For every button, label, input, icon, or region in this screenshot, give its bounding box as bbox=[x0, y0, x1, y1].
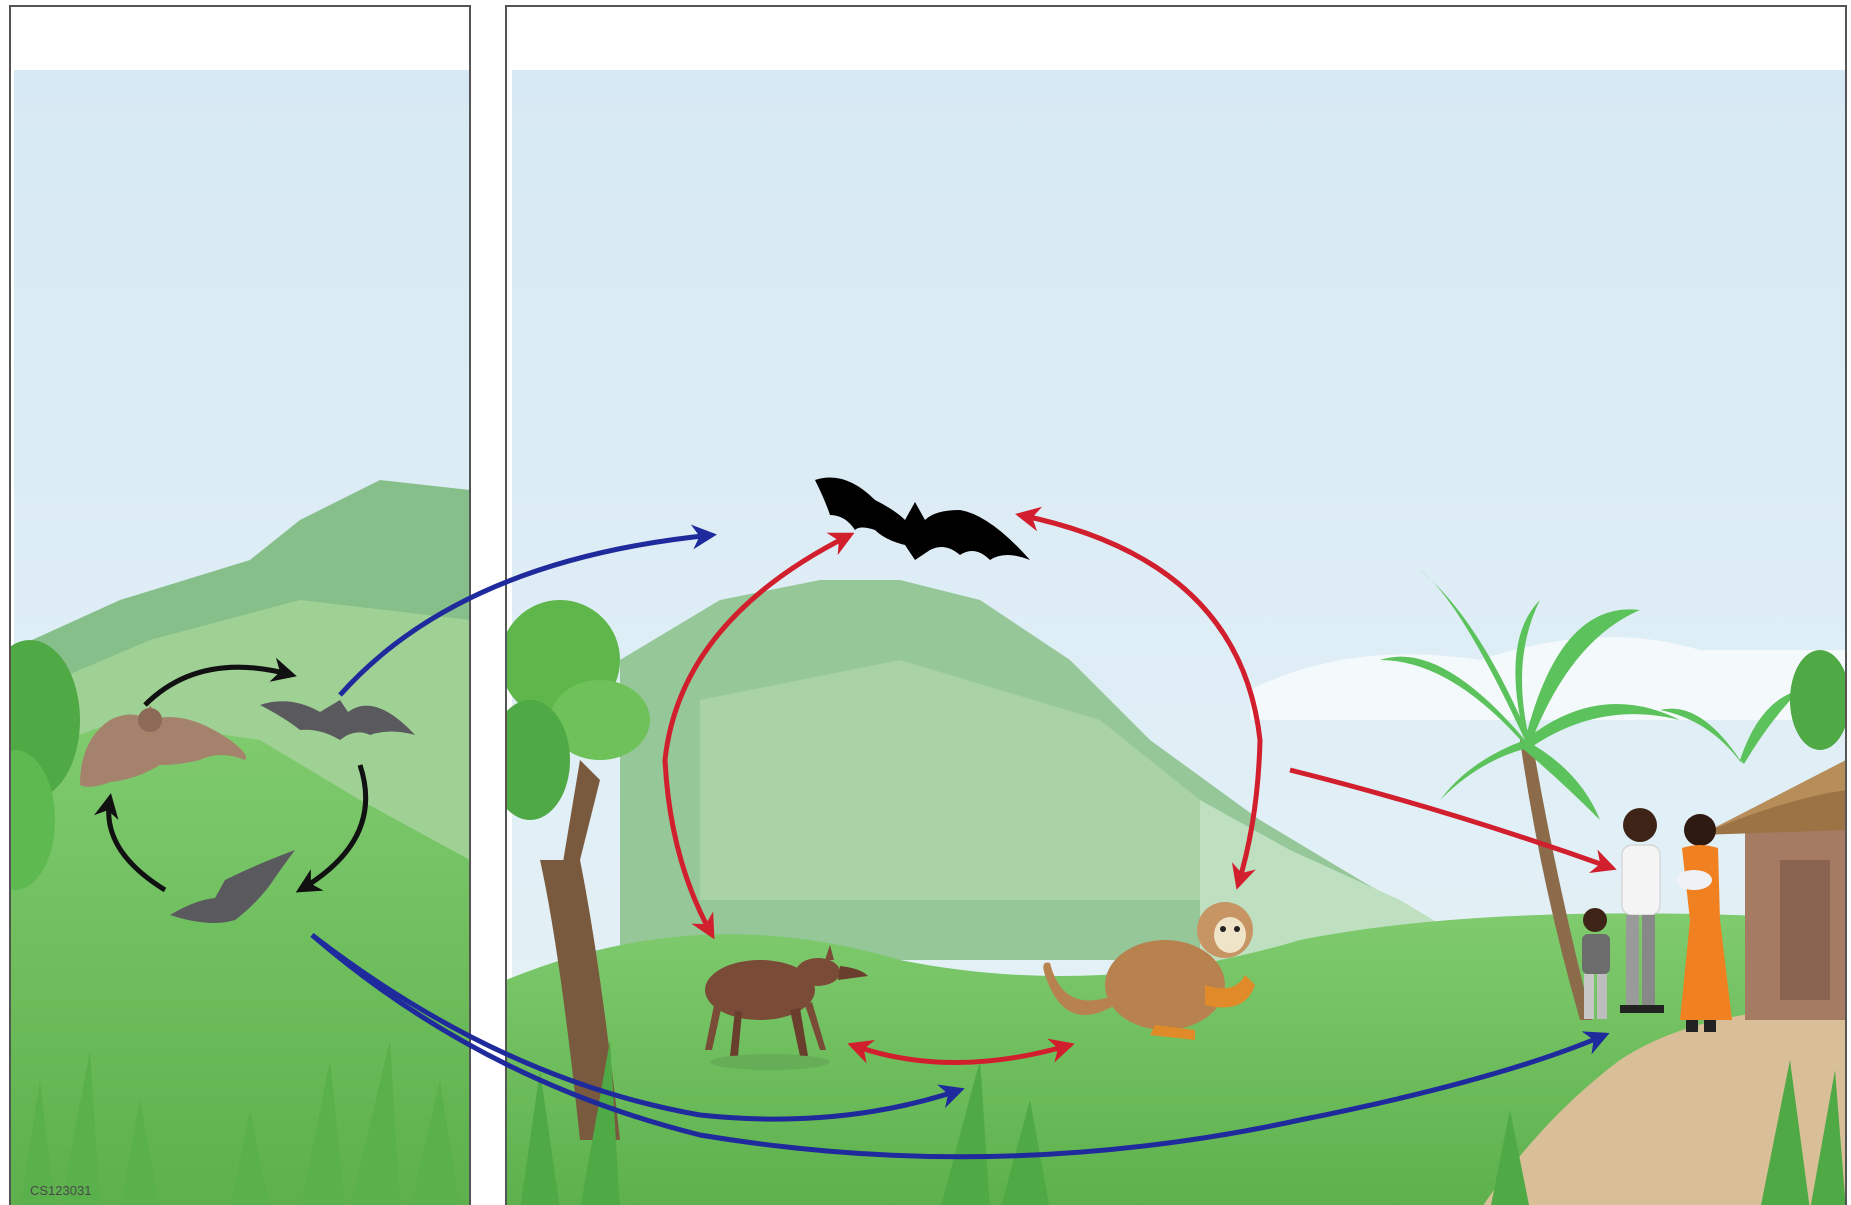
transmission-panel bbox=[490, 6, 1850, 1205]
figure-code: CS123031 bbox=[30, 1183, 91, 1198]
reservoir-panel: CS123031 bbox=[0, 6, 470, 1205]
